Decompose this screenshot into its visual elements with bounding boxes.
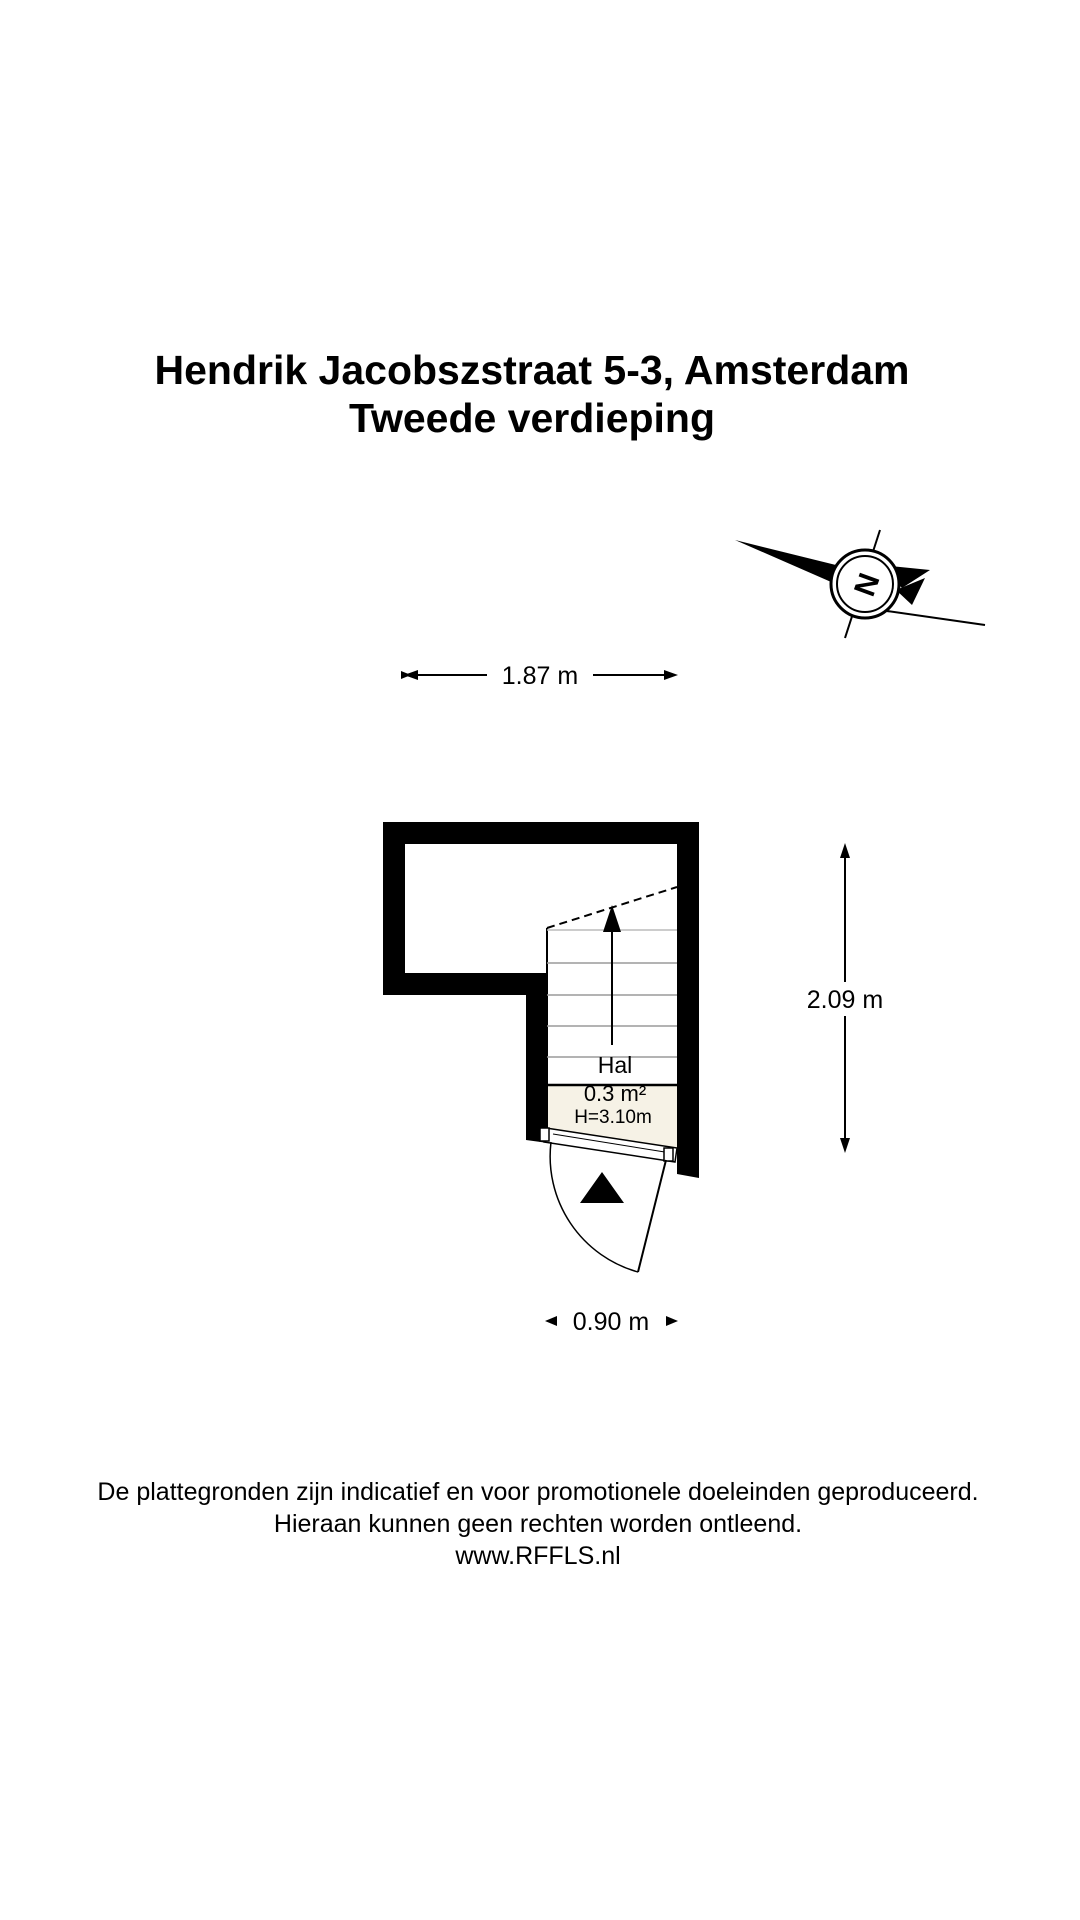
disclaimer-line-1: De plattegronden zijn indicatief en voor… [97, 1478, 979, 1506]
height-dimension-label: 2.09 m [807, 986, 883, 1014]
staircase [546, 886, 678, 1087]
door-width-dimension: 0.90 m [545, 1308, 678, 1336]
north-arrow-icon: N [735, 529, 986, 639]
disclaimer-line-2: Hieraan kunnen geen rechten worden ontle… [273, 1510, 803, 1538]
entrance-door [539, 1127, 678, 1273]
width-dimension-label: 1.87 m [502, 662, 578, 690]
width-dimension: 1.87 m [401, 662, 678, 690]
room-area: 0.3 m² [584, 1081, 646, 1106]
floor-subtitle: Tweede verdieping [348, 395, 716, 441]
room-name: Hal [598, 1052, 633, 1078]
room-ceiling-height: H=3.10m [574, 1107, 652, 1128]
website-link[interactable]: www.RFFLS.nl [455, 1542, 621, 1570]
door-width-label: 0.90 m [573, 1308, 649, 1336]
walls [383, 822, 699, 1178]
height-dimension: 2.09 m [798, 843, 892, 1153]
floorplan-title: Hendrik Jacobszstraat 5-3, Amsterdam [154, 347, 910, 393]
entrance-arrow-icon [580, 1172, 624, 1203]
